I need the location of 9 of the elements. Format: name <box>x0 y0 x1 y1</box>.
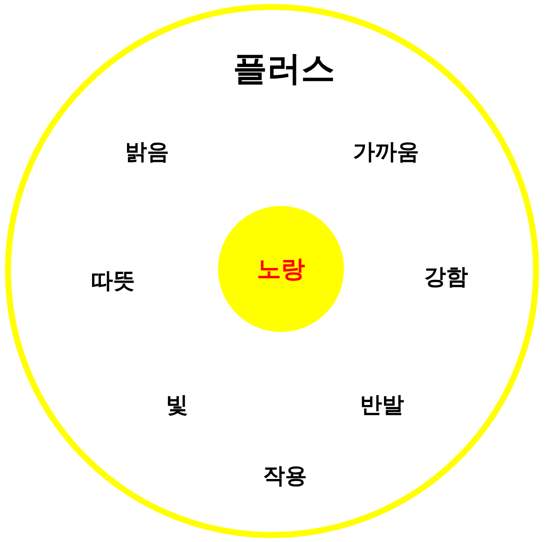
title-text: 플러스 <box>233 52 335 86</box>
word-label: 가까움 <box>353 142 419 164</box>
word-label: 반발 <box>360 395 404 417</box>
word-label: 따뜻 <box>91 271 135 293</box>
center-label: 노랑 <box>257 257 305 281</box>
word-label: 강함 <box>424 267 468 289</box>
word-label: 빛 <box>166 395 188 417</box>
word-label: 밝음 <box>125 142 169 164</box>
word-label: 작용 <box>263 466 307 488</box>
